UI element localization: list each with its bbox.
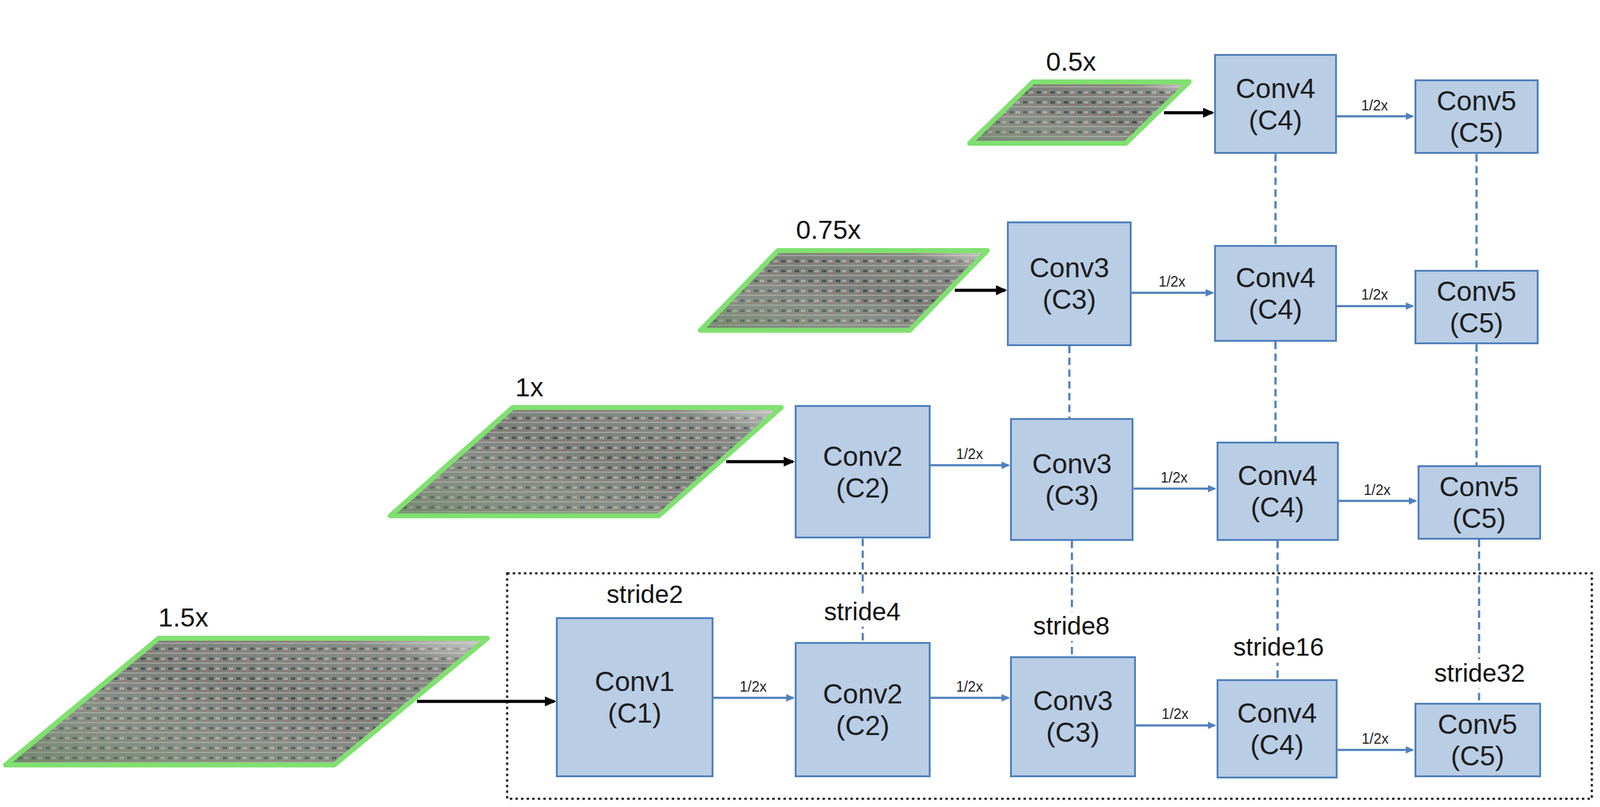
layer-name: Conv5 (C5) [1437, 708, 1517, 772]
layer-name: Conv4 (C4) [1237, 697, 1317, 761]
layer-name: Conv3 (C3) [1032, 684, 1113, 749]
aerial-image [967, 79, 1192, 146]
conv-block: Conv5 (C5) [1414, 702, 1542, 778]
edge-label: 1/2x [1363, 482, 1391, 498]
input-arrow [416, 699, 555, 703]
stride-label: stride8 [1030, 611, 1112, 641]
edge-label: 1/2x [1361, 731, 1389, 747]
downsample-arrow [1337, 748, 1413, 752]
edge-label: 1/2x [956, 679, 983, 695]
input-image: 1x [387, 405, 784, 519]
edge-label: 1/2x [1361, 287, 1388, 303]
scale-link [1068, 346, 1071, 419]
scale-label: 0.75x [795, 214, 862, 246]
conv-block: Conv5 (C5) [1417, 465, 1542, 540]
image-shade [700, 250, 988, 331]
layer-name: Conv5 (C5) [1436, 84, 1517, 149]
image-frame [5, 638, 488, 765]
conv-block: Conv2 (C2) [794, 405, 931, 539]
layer-name: Conv2 (C2) [822, 440, 903, 504]
edge-label: 1/2x [1361, 97, 1388, 113]
aerial-image [3, 635, 491, 768]
conv-block: Conv3 (C3) [1010, 656, 1136, 778]
downsample-arrow [930, 696, 1009, 700]
layer-name: Conv3 (C3) [1029, 251, 1110, 316]
layer-name: Conv3 (C3) [1032, 447, 1112, 512]
stride-label: stride16 [1230, 633, 1327, 663]
stride-label: stride4 [821, 597, 903, 627]
downsample-arrow [930, 464, 1009, 467]
layer-name: Conv5 (C5) [1436, 275, 1517, 339]
image-frame [700, 250, 988, 331]
layer-name: Conv4 (C4) [1237, 459, 1318, 523]
scale-label: 1.5x [158, 602, 209, 633]
input-arrow [1163, 111, 1213, 115]
scale-link [1475, 153, 1478, 270]
input-image: 1.5x [3, 635, 491, 768]
image-shade [390, 407, 782, 517]
conv-block: Conv3 (C3) [1010, 418, 1134, 541]
downsample-arrow [1131, 291, 1213, 295]
stride-label: stride32 [1431, 658, 1528, 689]
downsample-arrow [1336, 115, 1413, 118]
conv-block: Conv1 (C1) [555, 617, 713, 778]
layer-name: Conv4 (C4) [1235, 72, 1316, 136]
image-texture [969, 81, 1190, 144]
layer-name: Conv4 (C4) [1235, 261, 1316, 326]
image-shade [5, 638, 488, 765]
downsample-arrow [1336, 305, 1413, 308]
image-texture [5, 638, 488, 765]
conv-block: Conv5 (C5) [1414, 79, 1540, 154]
scale-link [1274, 153, 1277, 245]
image-texture [700, 250, 988, 331]
edge-label: 1/2x [1160, 470, 1188, 486]
scale-label: 1x [515, 372, 544, 403]
downsample-arrow [1338, 500, 1416, 503]
input-arrow [954, 288, 1006, 292]
layer-name: Conv1 (C1) [594, 665, 675, 729]
conv-block: Conv4 (C4) [1214, 245, 1337, 342]
input-image: 0.75x [697, 248, 990, 334]
edge-label: 1/2x [956, 446, 983, 463]
group-outline [506, 573, 1592, 800]
edge-label: 1/2x [1158, 274, 1185, 290]
conv-block: Conv4 (C4) [1216, 441, 1339, 541]
layer-name: Conv5 (C5) [1439, 470, 1519, 535]
downsample-arrow [1133, 487, 1215, 491]
image-shade [969, 81, 1190, 144]
downsample-arrow [713, 696, 794, 700]
image-frame [390, 407, 782, 517]
conv-block: Conv3 (C3) [1006, 221, 1132, 347]
scale-label: 0.5x [1045, 46, 1097, 77]
image-frame [969, 81, 1190, 144]
conv-block: Conv4 (C4) [1214, 53, 1337, 154]
aerial-image [387, 405, 784, 519]
conv-block: Conv5 (C5) [1414, 269, 1540, 345]
scale-link [1274, 341, 1277, 442]
edge-label: 1/2x [1161, 706, 1189, 723]
edge-label: 1/2x [739, 679, 767, 695]
aerial-image [697, 248, 990, 334]
input-arrow [725, 460, 793, 464]
layer-name: Conv2 (C2) [822, 678, 903, 742]
image-texture [390, 407, 782, 517]
conv-block: Conv4 (C4) [1216, 679, 1339, 779]
input-image: 0.5x [967, 79, 1192, 146]
stride-label: stride2 [604, 580, 686, 610]
scale-link [1475, 344, 1478, 466]
downsample-arrow [1135, 724, 1215, 728]
conv-block: Conv2 (C2) [794, 642, 931, 778]
